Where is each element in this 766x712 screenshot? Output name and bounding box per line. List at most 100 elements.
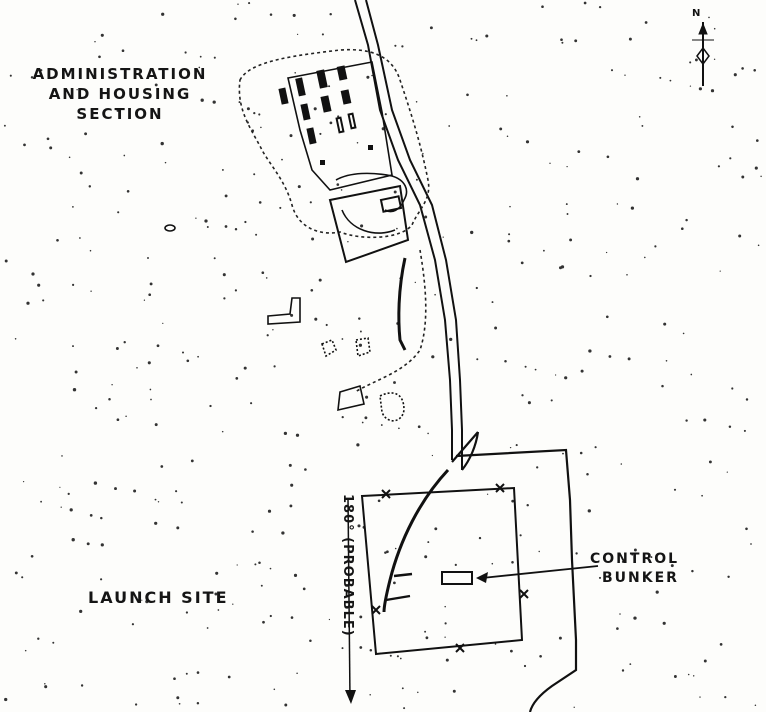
- speckle-dot: [692, 675, 695, 677]
- speckle-dot: [424, 630, 427, 633]
- speckle-dot: [508, 233, 511, 236]
- speckle-dot: [74, 370, 78, 374]
- speckle-dot: [206, 226, 209, 228]
- admin-boundary: [238, 48, 430, 239]
- speckle-dot: [145, 599, 149, 604]
- speckle-dot: [422, 152, 424, 155]
- speckle-dot: [337, 115, 340, 118]
- speckle-dot: [125, 415, 127, 418]
- speckle-dot: [371, 74, 373, 77]
- speckle-dot: [173, 677, 176, 681]
- speckle-dot: [399, 657, 402, 660]
- speckle-dot: [689, 85, 692, 87]
- speckle-dot: [364, 416, 368, 420]
- speckle-dot: [629, 663, 632, 666]
- speckle-dot: [717, 165, 721, 168]
- speckle-dot: [560, 38, 563, 42]
- speckle-dot: [162, 322, 164, 325]
- speckle-dot: [341, 647, 344, 650]
- speckle-dot: [26, 301, 30, 305]
- speckle-dot: [713, 58, 716, 60]
- bearing-label: 180° (PROBABLE): [340, 494, 355, 637]
- speckle-dot: [494, 643, 497, 645]
- speckle-dot: [134, 703, 138, 706]
- speckle-dot: [565, 203, 568, 206]
- main-road: [354, 0, 453, 460]
- control-label-line-2: BUNKER: [602, 570, 679, 586]
- speckle-dot: [283, 431, 288, 436]
- speckle-dot: [662, 621, 666, 625]
- speckle-dot: [272, 329, 274, 331]
- speckle-dot: [689, 61, 692, 64]
- speckle-dot: [224, 225, 228, 228]
- speckle-dot: [663, 322, 667, 326]
- structure-pad-3: [337, 384, 365, 412]
- speckle-dot: [357, 524, 361, 528]
- speckle-dot: [527, 401, 531, 405]
- speckle-dot: [670, 564, 674, 568]
- speckle-dot: [94, 40, 96, 43]
- speckle-dot: [594, 446, 597, 449]
- speckle-dot: [255, 233, 258, 236]
- structure-pad-2: [355, 337, 371, 358]
- speckle-dot: [296, 672, 298, 675]
- control-bunker-label: CONTROL BUNKER: [590, 550, 750, 588]
- speckle-dot: [111, 384, 113, 386]
- speckle-dot: [616, 627, 619, 630]
- speckle-dot: [314, 317, 318, 321]
- speckle-dot: [431, 454, 434, 457]
- speckle-dot: [217, 609, 220, 611]
- speckle-dot: [690, 373, 693, 376]
- admin-yard-loop: [335, 172, 408, 213]
- speckle-dot: [273, 365, 276, 368]
- speckle-dot: [444, 605, 446, 608]
- speckle-dot: [569, 238, 573, 242]
- speckle-dot: [235, 377, 239, 380]
- speckle-dot: [79, 171, 83, 175]
- speckle-dot: [691, 569, 694, 573]
- speckle-dot: [384, 551, 387, 554]
- speckle-dot: [635, 177, 640, 181]
- speckle-dot: [72, 283, 75, 286]
- speckle-dot: [403, 707, 406, 710]
- speckle-dot: [558, 266, 563, 270]
- speckle-dot: [361, 421, 364, 424]
- speckle-dot: [290, 483, 294, 487]
- speckle-dot: [549, 162, 551, 165]
- speckle-dot: [476, 358, 479, 361]
- speckle-dot: [650, 556, 653, 559]
- speckle-dot: [401, 687, 404, 690]
- speckle-dot: [757, 244, 760, 247]
- speckle-dot: [573, 706, 575, 708]
- speckle-dot: [175, 490, 178, 493]
- speckle-dot: [520, 261, 524, 265]
- speckle-dot: [562, 452, 564, 455]
- speckle-dot: [269, 13, 273, 16]
- speckle-dot: [724, 695, 727, 699]
- speckle-dot: [554, 374, 557, 376]
- speckle-dot: [3, 124, 6, 127]
- speckle-dot: [267, 509, 272, 513]
- speckle-dot: [630, 206, 635, 210]
- speckle-dot: [719, 270, 721, 272]
- speckle-dot: [150, 398, 152, 401]
- speckle-dot: [269, 614, 272, 618]
- speckle-dot: [293, 573, 298, 577]
- speckle-dot: [200, 98, 204, 102]
- speckle-dot: [261, 271, 265, 275]
- speckle-dot: [37, 283, 41, 287]
- speckle-dot: [21, 576, 24, 579]
- control-label-line-1: CONTROL: [590, 551, 680, 567]
- speckle-dot: [655, 590, 659, 594]
- speckle-dot: [616, 203, 619, 205]
- bearing-line: [347, 497, 351, 701]
- speckle-dot: [424, 555, 428, 559]
- speckle-dot: [79, 609, 83, 614]
- speckle-dot: [40, 69, 43, 72]
- speckle-dot: [621, 669, 625, 672]
- speckle-dot: [72, 388, 77, 392]
- speckle-dot: [398, 427, 400, 430]
- speckle-dot: [147, 257, 149, 259]
- speckle-dot: [204, 219, 208, 223]
- speckle-dot: [673, 488, 677, 491]
